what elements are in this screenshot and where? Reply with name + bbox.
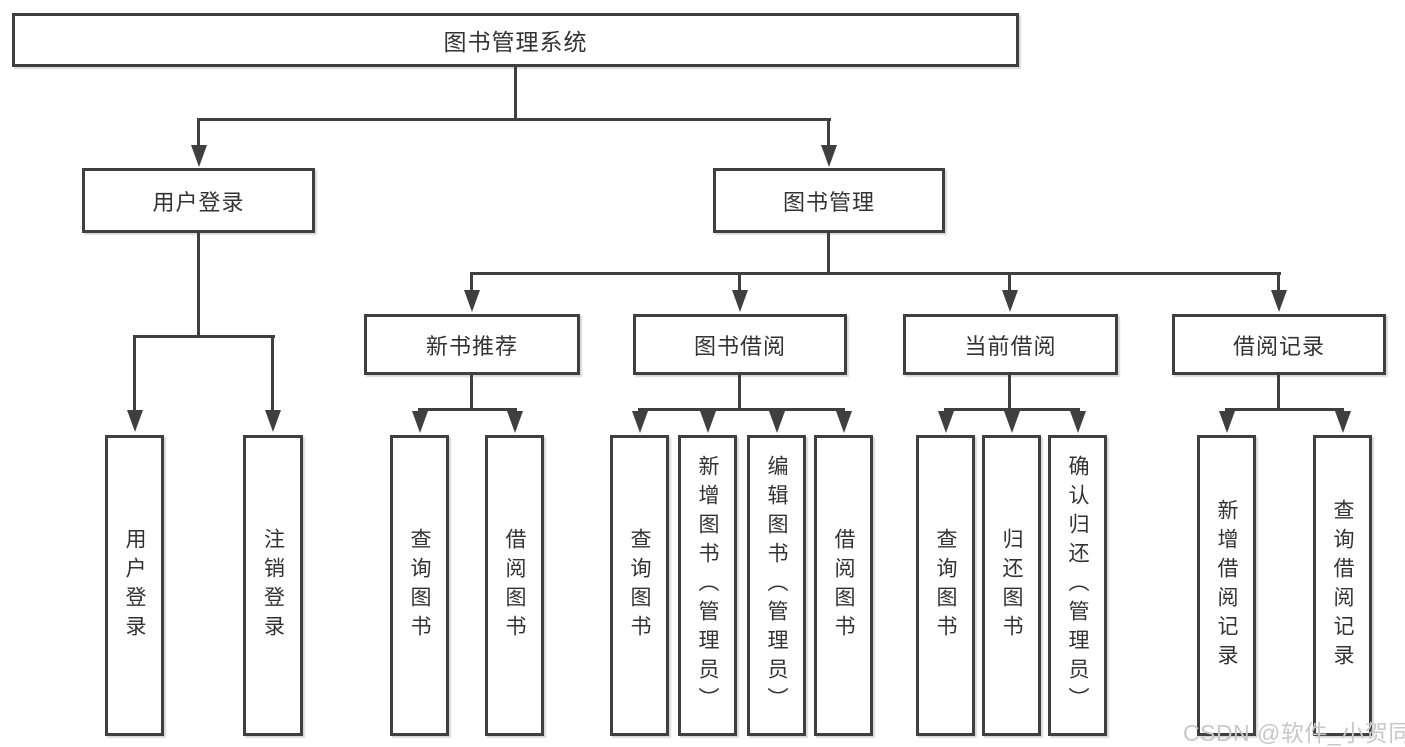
arrowhead-icon: [411, 411, 428, 433]
node-new-book-recommend: 新书推荐: [364, 314, 580, 375]
leaf-current-query-books: 查询图书: [916, 435, 975, 736]
node-label: 借阅图书: [503, 527, 526, 644]
arrowhead-icon: [820, 145, 837, 167]
node-label: 当前借阅: [964, 333, 1057, 359]
node-label: 编辑图书（管理员）: [765, 455, 788, 716]
node-label: 图书借阅: [693, 333, 786, 359]
connector-line: [638, 408, 845, 411]
node-label: 图书管理系统: [443, 29, 588, 55]
leaf-borrow-query-books: 查询图书: [610, 435, 669, 736]
connector-line: [197, 233, 200, 335]
arrowhead-icon: [937, 411, 954, 433]
connector-line: [470, 375, 473, 408]
connector-line: [1277, 375, 1280, 408]
node-current-borrowing: 当前借阅: [903, 314, 1118, 375]
node-label: 新增图书（管理员）: [696, 455, 719, 716]
node-label: 用户登录: [123, 527, 146, 644]
connector-line: [133, 335, 275, 338]
node-book-borrowing: 图书借阅: [633, 314, 847, 375]
node-library-management-system: 图书管理系统: [12, 13, 1019, 67]
node-label: 图书管理: [782, 189, 875, 215]
leaf-current-confirm-return-admin: 确认归还（管理员）: [1048, 435, 1107, 736]
connector-line: [1008, 272, 1011, 292]
node-label: 新增借阅记录: [1215, 498, 1238, 673]
leaf-records-add-record: 新增借阅记录: [1197, 435, 1256, 736]
arrowhead-icon: [732, 290, 748, 312]
connector-line: [514, 67, 517, 118]
arrowhead-icon: [631, 411, 648, 433]
leaf-borrow-borrow-books: 借阅图书: [814, 435, 873, 736]
leaf-recommend-query-books: 查询图书: [390, 435, 449, 736]
connector-line: [470, 272, 1281, 275]
arrowhead-icon: [1271, 290, 1287, 312]
connector-line: [738, 375, 741, 408]
leaf-user-login: 用户登录: [105, 435, 164, 736]
leaf-borrow-add-books-admin: 新增图书（管理员）: [678, 435, 737, 736]
connector-line: [1008, 375, 1011, 408]
node-user-login: 用户登录: [82, 168, 315, 233]
arrowhead-icon: [1334, 411, 1351, 433]
connector-line: [1277, 272, 1280, 292]
arrowhead-icon: [126, 410, 143, 432]
node-label: 借阅记录: [1232, 333, 1325, 359]
arrowhead-icon: [506, 411, 523, 433]
arrowhead-icon: [1002, 290, 1018, 312]
leaf-borrow-edit-books-admin: 编辑图书（管理员）: [747, 435, 806, 736]
connector-line: [418, 408, 517, 411]
connector-line: [197, 118, 831, 121]
arrowhead-icon: [835, 411, 852, 433]
node-book-management: 图书管理: [713, 168, 945, 233]
node-label: 查询图书: [934, 527, 957, 644]
node-label: 用户登录: [152, 189, 245, 215]
leaf-logout: 注销登录: [243, 435, 303, 736]
connector-line: [271, 335, 274, 411]
arrowhead-icon: [264, 410, 281, 432]
arrowhead-icon: [768, 411, 785, 433]
arrowhead-icon: [190, 145, 207, 167]
node-label: 新书推荐: [425, 333, 518, 359]
connector-line: [133, 335, 136, 411]
leaf-recommend-borrow-books: 借阅图书: [485, 435, 544, 736]
csdn-watermark: CSDN @软件_小贺同学: [1183, 720, 1405, 746]
arrowhead-icon: [1003, 411, 1020, 433]
node-label: 注销登录: [261, 527, 285, 644]
node-label: 查询借阅记录: [1331, 498, 1354, 673]
connector-line: [827, 118, 830, 148]
arrowhead-icon: [464, 290, 480, 312]
connector-line: [738, 272, 741, 292]
node-label: 确认归还（管理员）: [1066, 455, 1089, 716]
leaf-records-query-record: 查询借阅记录: [1313, 435, 1372, 736]
connector-line: [197, 118, 200, 148]
connector-line: [827, 233, 830, 272]
node-label: 借阅图书: [832, 527, 855, 644]
connector-line: [470, 272, 473, 292]
node-borrowing-records: 借阅记录: [1172, 314, 1386, 375]
connector-line: [1225, 408, 1344, 411]
node-label: 查询图书: [408, 527, 431, 644]
arrowhead-icon: [699, 411, 716, 433]
leaf-current-return-books: 归还图书: [982, 435, 1041, 736]
node-label: 查询图书: [628, 527, 651, 644]
node-label: 归还图书: [1000, 527, 1023, 644]
arrowhead-icon: [1218, 411, 1235, 433]
arrowhead-icon: [1069, 411, 1086, 433]
